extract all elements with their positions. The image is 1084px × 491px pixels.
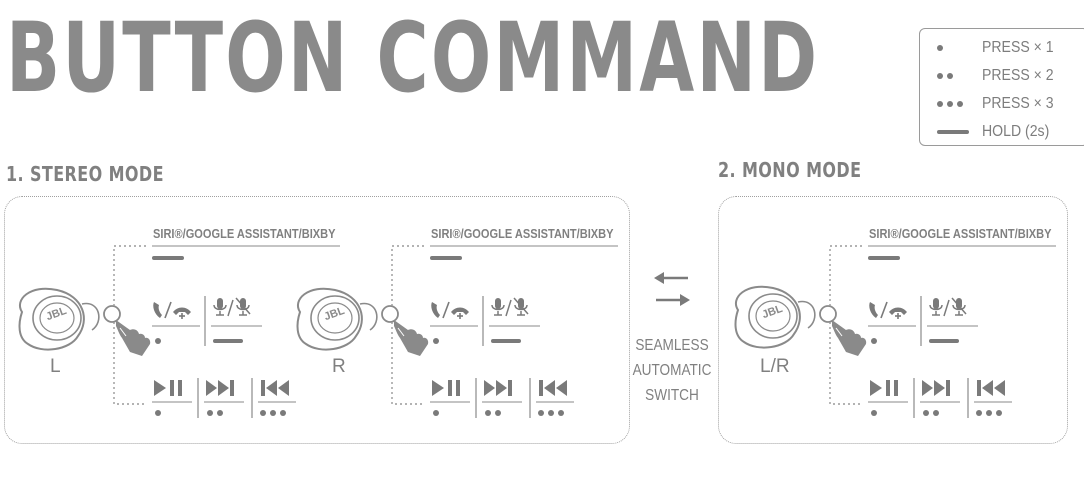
triple-dot-icon [937, 101, 977, 107]
mono-mode-panel [718, 196, 1068, 444]
legend-press-3: PRESS × 3 [920, 93, 1084, 113]
left-earbud-label: L [50, 356, 61, 377]
legend-label: PRESS × 2 [982, 67, 1054, 84]
mono-earbud-label: L/R [760, 356, 790, 377]
mono-mode-title: 2. MONO MODE [718, 158, 862, 182]
hold-bar-icon [937, 129, 977, 135]
legend: PRESS × 1 PRESS × 2 PRESS × 3 HOLD (2s) [919, 28, 1084, 146]
stereo-mode-panel [4, 196, 630, 444]
switch-line-1: SEAMLESS [635, 337, 709, 354]
single-dot-icon [937, 45, 977, 51]
switch-line-3: SWITCH [645, 387, 699, 404]
assistant-label-mono: SIRI®/GOOGLE ASSISTANT/BIXBY [869, 226, 1052, 241]
legend-label: PRESS × 3 [982, 95, 1054, 112]
assistant-label-left: SIRI®/GOOGLE ASSISTANT/BIXBY [153, 226, 336, 241]
legend-press-2: PRESS × 2 [920, 65, 1084, 85]
legend-press-1: PRESS × 1 [920, 37, 1084, 57]
page-title: BUTTON COMMAND [6, 2, 820, 114]
double-dot-icon [937, 73, 977, 79]
legend-hold: HOLD (2s) [920, 121, 1084, 141]
right-earbud-label: R [332, 356, 346, 377]
seamless-switch-text: SEAMLESS AUTOMATIC SWITCH [630, 333, 715, 408]
stereo-mode-title: 1. STEREO MODE [6, 162, 164, 186]
legend-label: PRESS × 1 [982, 39, 1054, 56]
switch-arrows-icon [654, 272, 690, 306]
assistant-label-right: SIRI®/GOOGLE ASSISTANT/BIXBY [431, 226, 614, 241]
switch-line-2: AUTOMATIC [632, 362, 712, 379]
legend-label: HOLD (2s) [982, 123, 1050, 140]
